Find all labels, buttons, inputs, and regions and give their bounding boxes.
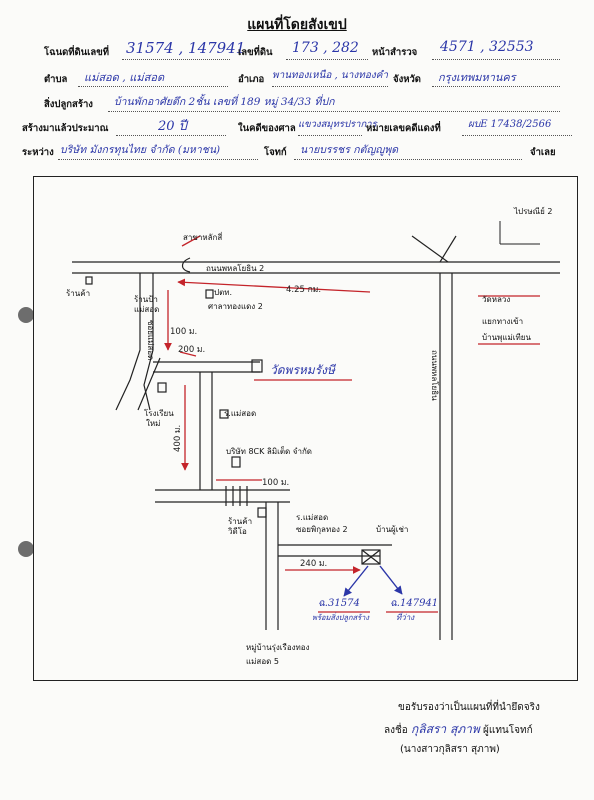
building-label: สิ่งปลูกสร้าง [44, 99, 93, 110]
survey-page-label: หน้าสำรวจ [372, 47, 418, 58]
map-label-main-road: ถนนพหลโยธิน [430, 350, 440, 401]
map-label-soi-label-2: บ้านผู้เช่า [376, 525, 408, 535]
province-label: จังหวัด [393, 74, 421, 85]
court-case-label: ในคดีของศาล [238, 123, 296, 134]
map-label-small-store-2: วิดีโอ [227, 526, 246, 536]
sign-label: ลงชื่อ [384, 725, 408, 736]
map-label-dist-100b: 100 ม. [262, 478, 289, 488]
map-label-deed-a-sub: พร้อมสิ่งปลูกสร้าง [312, 612, 370, 622]
between-party-value: บริษัท มังกรทุนไทย จำกัด (มหาชน) [60, 144, 221, 156]
map-label-market: โรงเรียน [144, 408, 174, 418]
map-label-soi-label: ซอยพิกุลทอง 2 [296, 525, 348, 534]
map-label-top-sign: สาขาหลักสี่ [183, 231, 222, 242]
built-approx-label: สร้างมาแล้วประมาณ [22, 123, 109, 134]
map-label-deed-b-sub: ที่ว่าง [396, 611, 415, 622]
map-label-bottom-village-2: แม่สอด 5 [246, 657, 279, 666]
district-label: อำเภอ [238, 74, 265, 85]
defendant-label: จำเลย [530, 147, 556, 158]
black-case-value: ผบE 17438/2566 [468, 119, 552, 130]
map-label-corner-sign: ไปรษณีย์ 2 [513, 206, 552, 216]
map-label-dist-200: 200 ม. [178, 345, 205, 355]
map-label-right-ref-2: แยกทางเข้า [482, 317, 523, 326]
map-label-dist-240: 240 ม. [300, 559, 327, 569]
deed-no-value: 31574 , 147941 [126, 39, 246, 57]
map-label-market-2: ใหม่ [146, 419, 160, 428]
map-label-shop-2: แม่สอด [134, 305, 159, 314]
map-label-pol-station-2: ศาลาทองแดง 2 [208, 302, 263, 311]
map-label-right-ref-3: บ้านพุแม่เทียน [482, 333, 531, 342]
map-label-right-ref: วัดหลวง [482, 295, 510, 304]
map-label-soi-mae-sot: ร.แม่สอด [224, 409, 256, 418]
map-label-dist-400: 400 ม. [173, 425, 183, 452]
map-label-dist-100: 100 ม. [170, 327, 197, 337]
map-label-left-mark: ร้านค้า [66, 289, 90, 298]
map-label-deed-a: ฉ.31574 [318, 598, 360, 609]
map-label-deed-b: ฉ.147941 [390, 598, 438, 609]
subdistrict-value: แม่สอด , แม่สอด [84, 71, 165, 84]
map-label-pol-station: ปตท. [214, 288, 232, 297]
plaintiff-name-value: นายบรรชร กตัญญูพุด [300, 144, 399, 156]
signature-line: ลงชื่อ กุลิสรา สุภาพ ผู้แทนโจทก์ [384, 720, 533, 739]
map-label-main-road-2: ถนนพหลโยธิน 2 [206, 263, 264, 273]
signer-printed-name: (นางสาวกุลิสรา สุภาพ) [400, 744, 500, 755]
map-label-coffee-shop: บริษัท 8CK ลิมิเต็ด จำกัด [226, 446, 312, 456]
building-value: บ้านพักอาศัยตึก 2ชั้น เลขที่ 189 หมู่ 34… [114, 96, 335, 108]
plaintiff-label: โจทก์ [264, 147, 287, 158]
deed-no-label: โฉนดที่ดินเลขที่ [44, 47, 109, 58]
signature: กุลิสรา สุภาพ [411, 722, 480, 736]
province-value: กรุงเทพมหานคร [438, 71, 516, 84]
map-label-soi-label-3: ร.แม่สอด [296, 513, 328, 522]
page-title: แผนที่โดยสังเขป [247, 17, 347, 33]
between-label: ระหว่าง [22, 147, 54, 158]
district-value: พานทองเหนือ , นางทองคำ [272, 70, 389, 81]
map-label-small-store: ร้านค้า [228, 517, 252, 526]
map-label-temple: วัดพรหมรังษี [270, 363, 337, 377]
map-label-bottom-village: หมู่บ้านรุ่งเรืองทอง [246, 643, 310, 653]
certification-statement: ขอรับรองว่าเป็นแผนที่ที่นำยึดจริง [398, 702, 540, 713]
built-approx-value: 20 ปี [158, 119, 187, 134]
map-label-vertical-street: ซอยแม่สอด [146, 320, 155, 360]
parcel-no-value: 173 , 282 [292, 40, 359, 56]
court-case-value: แขวงสมุทรปราการ [298, 119, 377, 130]
map-label-dist-425: 4.25 กม. [286, 285, 321, 295]
map-label-shop: ร้านป้า [134, 295, 158, 304]
black-case-label: หมายเลขคดีแดงที่ [366, 123, 441, 134]
hole-punch-top [18, 307, 34, 323]
signer-role: ผู้แทนโจทก์ [483, 725, 533, 736]
map-frame [33, 176, 578, 681]
survey-page-value: 4571 , 32553 [440, 39, 534, 55]
subdistrict-label: ตำบล [44, 74, 68, 85]
hole-punch-bottom [18, 541, 34, 557]
parcel-no-label: เลขที่ดิน [238, 47, 273, 58]
